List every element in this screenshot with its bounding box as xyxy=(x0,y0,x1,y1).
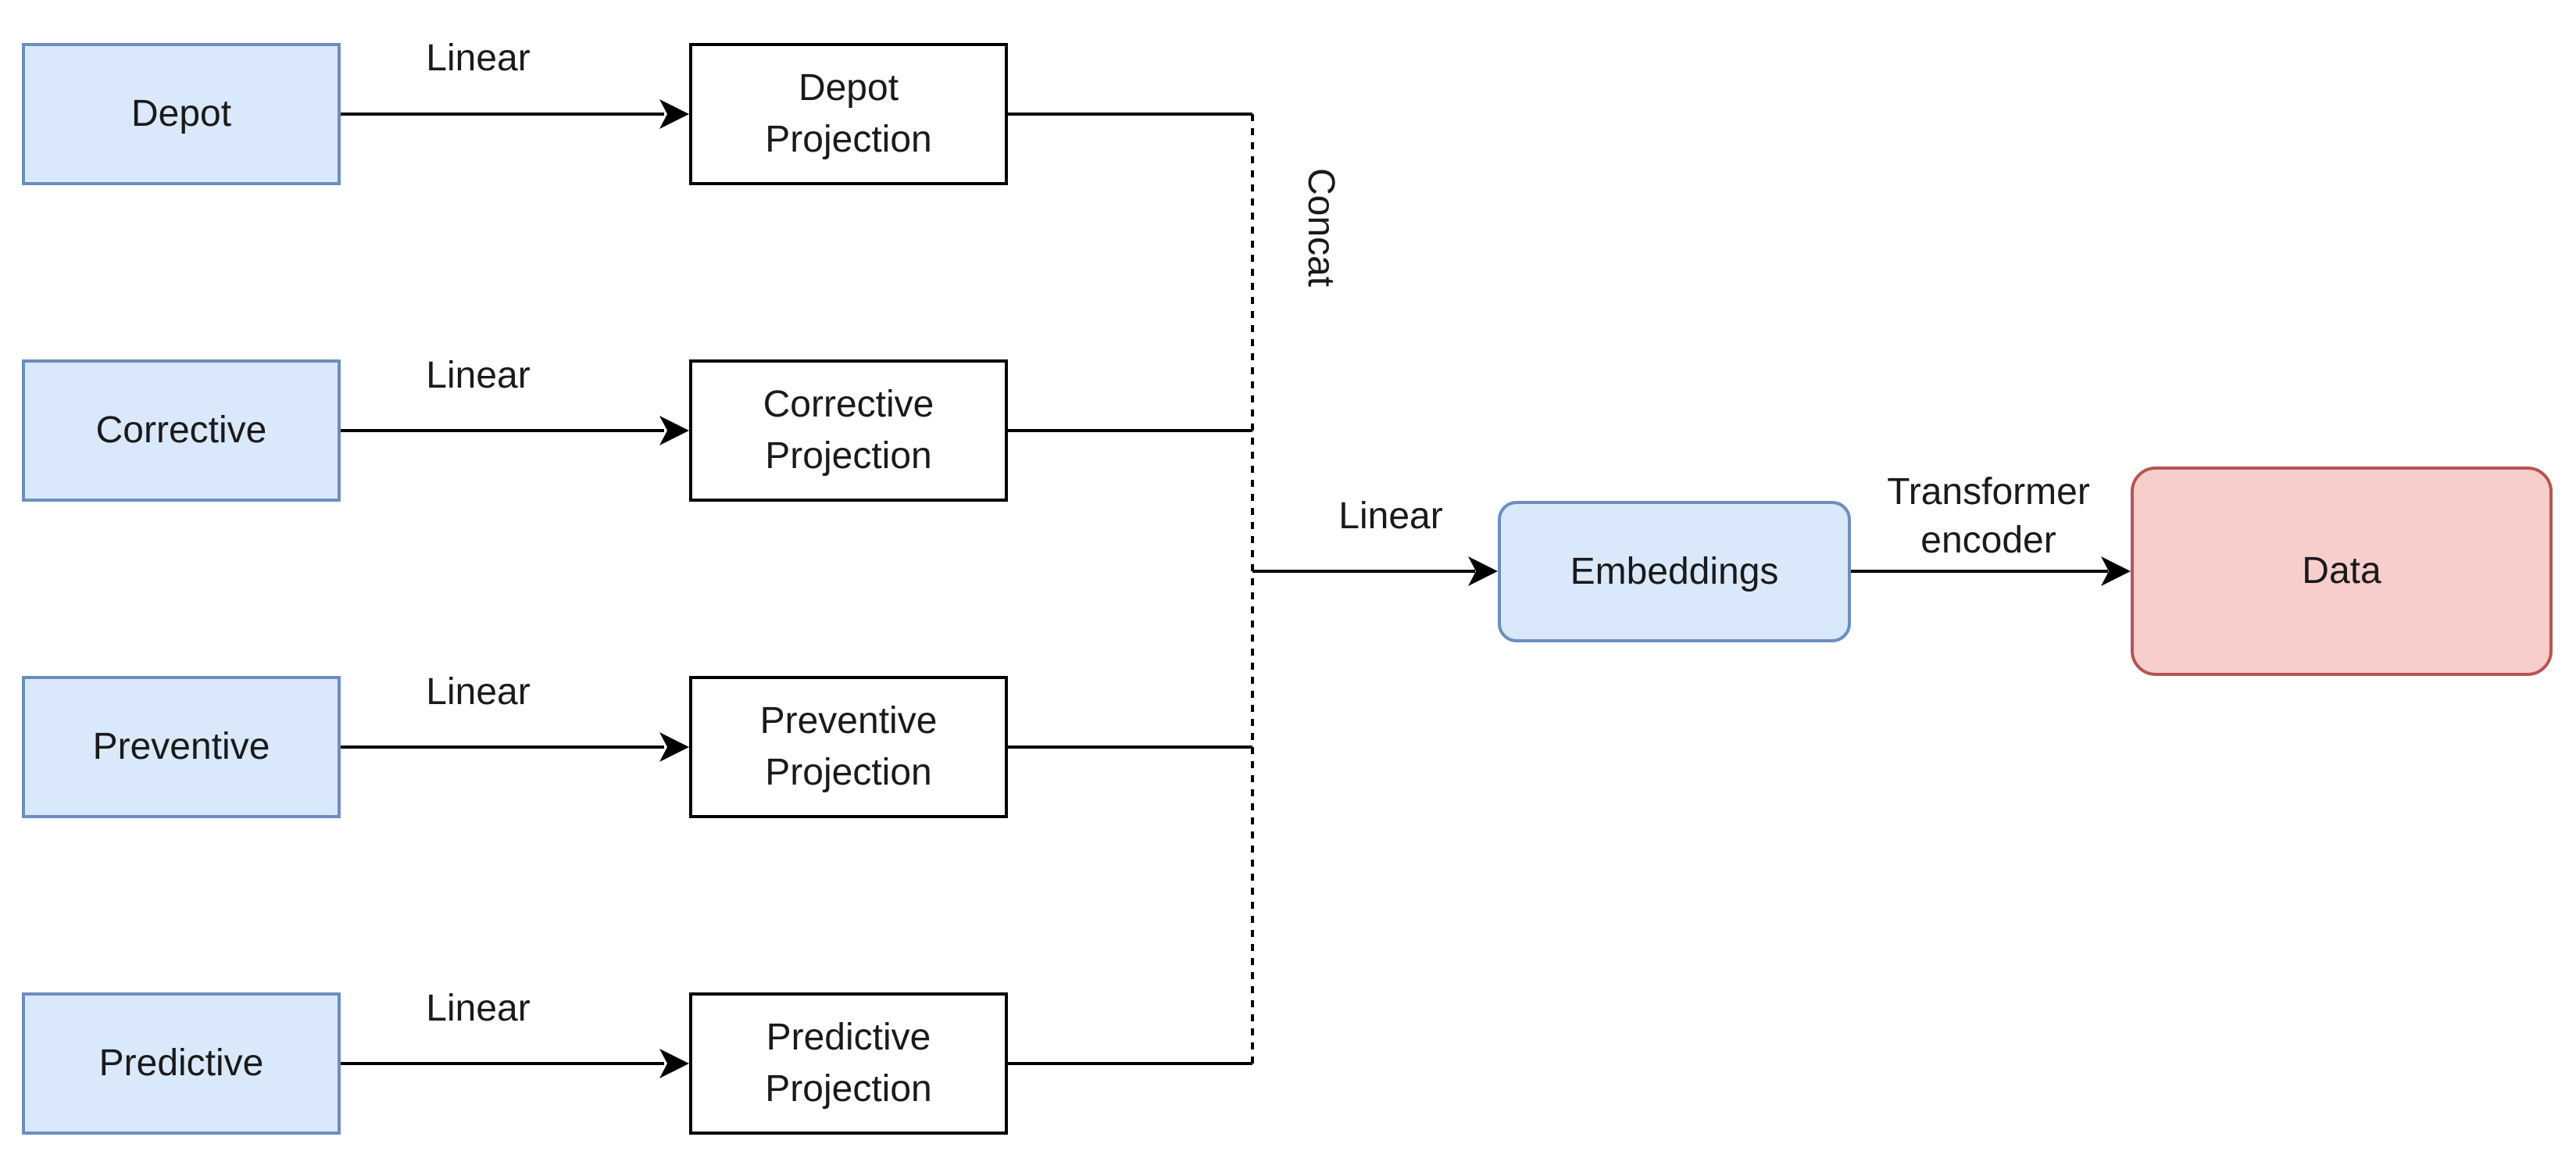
encoder-label-line2: encoder xyxy=(1920,520,2056,561)
input-node-corrective[interactable]: Corrective xyxy=(22,359,341,502)
embeddings-label: Embeddings xyxy=(1570,550,1779,592)
input-to-projection-arrowhead xyxy=(659,416,689,445)
encoder-label-line1: Transformer xyxy=(1887,471,2090,513)
input-node-label: Predictive xyxy=(98,1042,264,1084)
input-node-label: Preventive xyxy=(92,726,270,767)
input-to-projection-arrowhead xyxy=(659,99,689,129)
edge-label-linear: Linear xyxy=(426,671,531,713)
embeddings-node[interactable]: Embeddings xyxy=(1498,501,1851,642)
projection-label-line2: Projection xyxy=(765,1068,932,1110)
input-node-predictive[interactable]: Predictive xyxy=(22,992,341,1135)
input-to-projection-arrowhead xyxy=(659,732,689,762)
projection-node-depot[interactable]: Depot Projection xyxy=(689,43,1008,185)
projection-label-line2: Projection xyxy=(765,119,932,160)
projection-node-predictive[interactable]: Predictive Projection xyxy=(689,992,1008,1135)
edge-label-linear: Linear xyxy=(426,355,531,396)
projection-label-line1: Depot xyxy=(798,67,899,109)
projection-label-line1: Preventive xyxy=(759,700,938,742)
input-to-projection-arrowhead xyxy=(659,1049,689,1078)
projection-node-preventive[interactable]: Preventive Projection xyxy=(689,676,1008,818)
concat-label: Concat xyxy=(1300,168,1342,288)
input-node-label: Depot xyxy=(130,93,232,134)
projection-label-line2: Projection xyxy=(765,752,932,793)
embeddings-to-data-arrowhead xyxy=(2101,556,2131,586)
data-label: Data xyxy=(2302,550,2381,592)
edge-label-linear: Linear xyxy=(426,38,531,79)
data-node[interactable]: Data xyxy=(2131,467,2553,676)
input-node-preventive[interactable]: Preventive xyxy=(22,676,341,818)
projection-node-corrective[interactable]: Corrective Projection xyxy=(689,359,1008,502)
edge-label-linear: Linear xyxy=(426,988,531,1029)
projection-label-line1: Predictive xyxy=(766,1017,931,1058)
concat-to-embeddings-arrowhead xyxy=(1468,556,1498,586)
projection-label-line2: Projection xyxy=(765,435,932,477)
input-node-label: Corrective xyxy=(95,409,267,451)
edge-label-linear-embeddings: Linear xyxy=(1338,495,1443,537)
edge-label-transformer-encoder: Transformer encoder xyxy=(1852,467,2125,567)
projection-label-line1: Corrective xyxy=(763,384,934,425)
input-node-depot[interactable]: Depot xyxy=(22,43,341,185)
